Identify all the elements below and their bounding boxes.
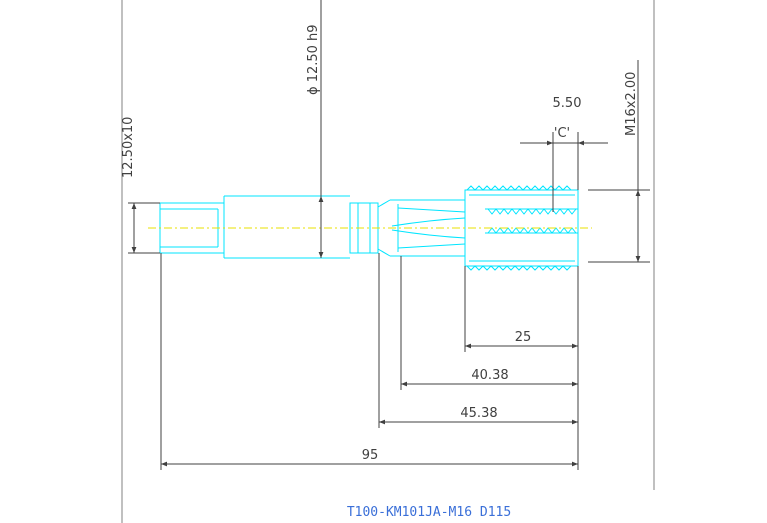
thread-dimension: M16x2.00	[624, 72, 639, 136]
frame-lines	[121, 0, 655, 523]
flute-length-dimension: 40.38	[471, 368, 508, 383]
thread-length-dimension: 25	[515, 330, 532, 345]
neck-length-dimension: 45.38	[460, 406, 497, 421]
overall-length-dimension: 95	[362, 448, 379, 463]
part-number: T100-KM101JA-M16 D115	[347, 505, 511, 520]
square-dimension: 12.50x10	[121, 117, 136, 178]
chamfer-label: 'C'	[554, 126, 570, 141]
chamfer-length-dimension: 5.50	[553, 96, 582, 111]
shank-diameter-dimension: ϕ 12.50 h9	[306, 24, 321, 95]
dimension-lines	[128, 0, 650, 470]
